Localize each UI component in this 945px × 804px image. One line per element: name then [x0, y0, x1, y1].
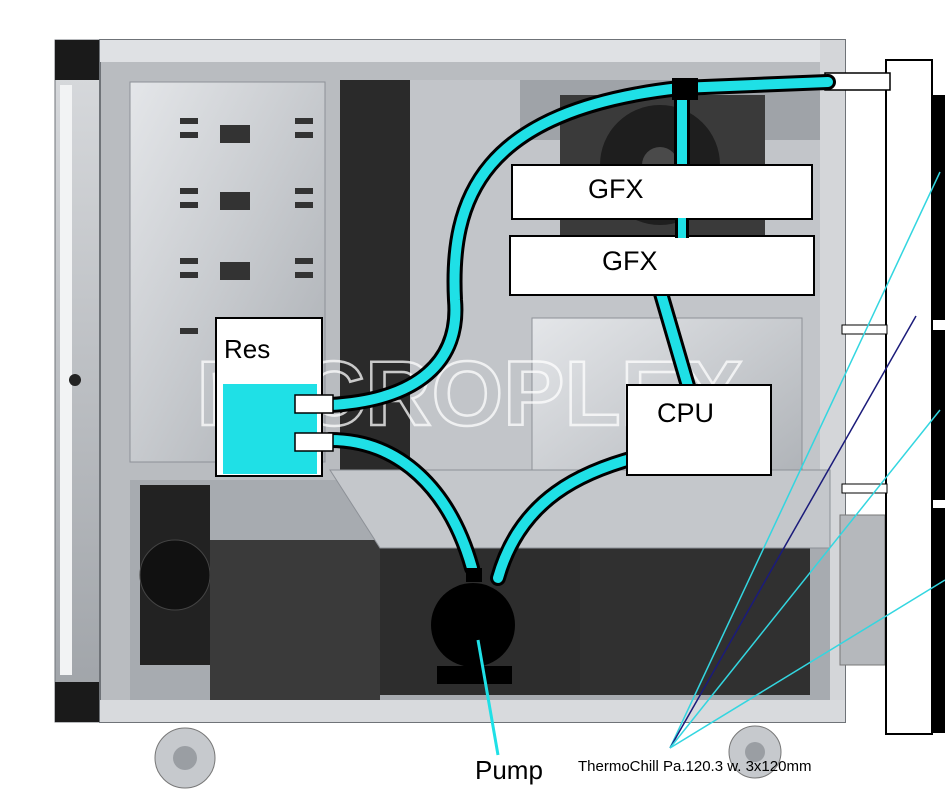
gfx-top-box	[511, 164, 813, 220]
reservoir-label: Res	[224, 334, 271, 364]
radiator-leaders	[669, 171, 945, 749]
cpu-box	[626, 384, 772, 476]
gfx-bottom-label: GFX	[602, 246, 658, 276]
front-bezel	[54, 39, 101, 723]
gfx-top-label: GFX	[588, 174, 644, 204]
reservoir-shape	[215, 317, 334, 477]
gfx-bottom-box	[509, 235, 815, 296]
radiator-label: ThermoChill Pa.120.3 w. 3x120mm	[578, 758, 812, 775]
pump-label: Pump	[475, 755, 543, 785]
coolant-tubing	[322, 74, 836, 586]
pump-shape	[431, 568, 515, 756]
cpu-label: CPU	[657, 398, 715, 428]
